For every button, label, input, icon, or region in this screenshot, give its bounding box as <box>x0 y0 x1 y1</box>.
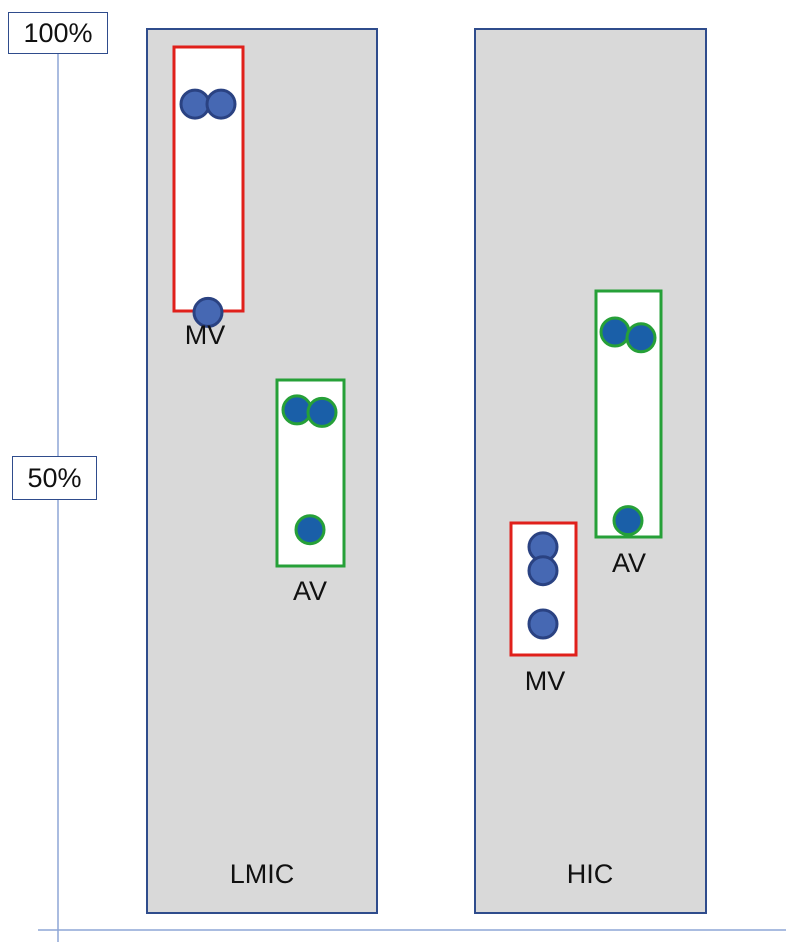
hic-mv-label: MV <box>525 666 566 696</box>
lmic-mv-label: MV <box>185 320 226 350</box>
hic-mv-point-3 <box>527 608 559 640</box>
hic-av-label: AV <box>612 548 646 578</box>
lmic-mv-group-box <box>172 45 245 313</box>
lmic-av-label: AV <box>293 576 327 606</box>
lmic-av-point-3 <box>294 514 326 546</box>
lmic-mv-point-3 <box>192 296 224 328</box>
lmic-mv-point-2 <box>205 88 237 120</box>
panel-hic-background <box>474 28 707 914</box>
y-tick-label-100: 100% <box>8 12 108 54</box>
lmic-mv-point-1 <box>179 88 211 120</box>
data-markers <box>179 88 657 640</box>
lmic-av-point-2 <box>306 396 338 428</box>
hic-av-point-1 <box>599 316 631 348</box>
hic-av-point-3 <box>612 505 644 537</box>
hic-av-point-2 <box>625 322 657 354</box>
panel-hic-label: HIC <box>567 859 614 889</box>
panel-lmic-label: LMIC <box>230 859 295 889</box>
y-tick-label-50: 50% <box>12 456 97 500</box>
hic-mv-point-2 <box>527 555 559 587</box>
